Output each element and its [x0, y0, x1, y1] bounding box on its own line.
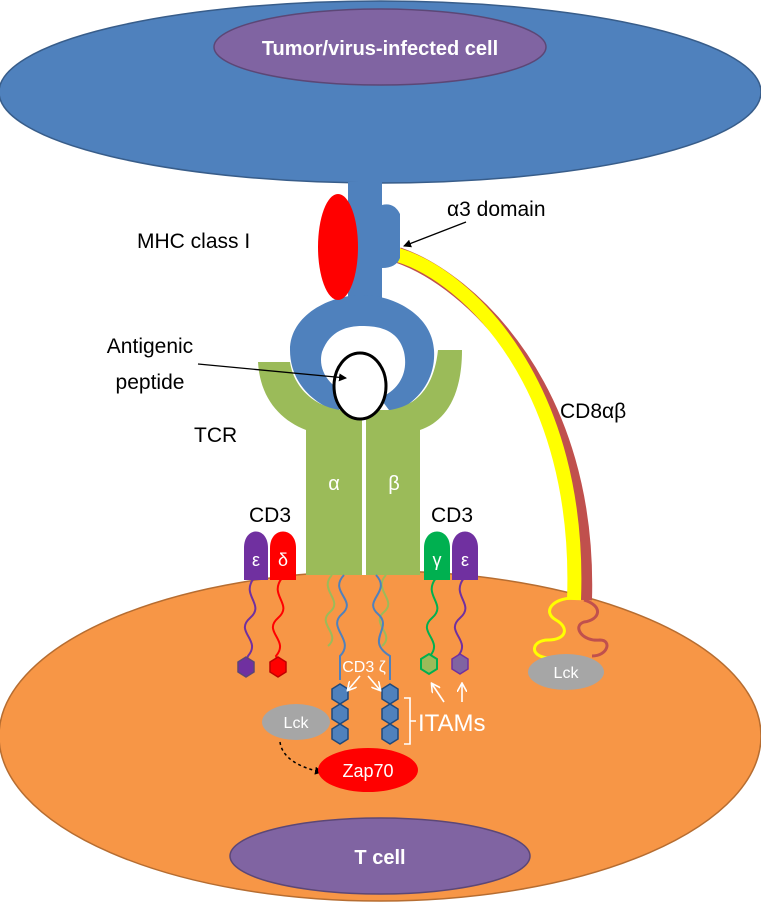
cd3-epsilon-right-label: ε: [461, 550, 469, 570]
tumor-cell-nucleus: [213, 8, 547, 86]
tcr-alpha-chain: [258, 362, 362, 575]
arrow-to-zeta-right: [367, 675, 380, 690]
zap70-bubble: [318, 748, 418, 792]
lck-cd8-bubble: [528, 654, 604, 690]
tcr-alpha-coil: [324, 574, 336, 647]
cd3-delta-label: δ: [278, 550, 288, 570]
itams-label: ITAMs: [418, 710, 486, 737]
cd3-delta-itam: [269, 656, 287, 678]
cd3-zeta-label: CD3 ζ: [342, 659, 386, 676]
cd3-gamma-chain: [425, 577, 439, 657]
tcr-alpha-label: α: [328, 473, 340, 495]
t-cell-nucleus: [229, 817, 531, 895]
cd3-gamma-domain: [424, 531, 450, 580]
tcr-label: TCR: [194, 424, 237, 447]
cd3-epsilon-right-chain: [453, 577, 467, 657]
cd8-beta-coil: [577, 598, 609, 658]
cd3-epsilon-left-itam: [237, 656, 255, 678]
beta2-microglobulin: [318, 194, 358, 300]
arrow-to-gamma-itam: [432, 684, 445, 703]
tcr-beta-label: β: [388, 473, 400, 495]
cd3-epsilon-right-itam: [451, 653, 469, 675]
cd3-delta-chain: [271, 577, 285, 663]
zap70-label: Zap70: [342, 761, 393, 781]
lck-inner-bubble: [262, 704, 330, 740]
cd8-alpha-coil: [533, 596, 575, 660]
antigenic-peptide-arrow: [197, 363, 347, 382]
tcr-beta-chain: [366, 350, 462, 575]
cd3-zeta-itams-left: [331, 683, 349, 745]
cd3-gamma-itam: [420, 652, 438, 676]
cd3-epsilon-right-domain: [452, 531, 478, 580]
alpha3-arrow: [403, 221, 467, 248]
alpha3-label: α3 domain: [447, 198, 546, 221]
cd3-right-label: CD3: [431, 504, 473, 527]
mhc-peptide-groove: [290, 295, 435, 414]
antigenic-label-line2: peptide: [116, 371, 185, 394]
cd3-zeta-itams-right: [381, 683, 399, 745]
cd3-zeta-chain-left: [336, 574, 348, 680]
antigenic-peptide: [332, 351, 388, 421]
cd3-left-label: CD3: [249, 504, 291, 527]
cd3-epsilon-left-chain: [243, 577, 257, 663]
cd3-epsilon-left-label: ε: [252, 550, 260, 570]
cd8-alpha-chain: [395, 248, 582, 601]
itams-bracket: [404, 697, 416, 745]
arrow-to-zeta-left: [348, 675, 361, 690]
cd3-epsilon-left-domain: [244, 531, 268, 580]
cd8-label: CD8αβ: [560, 400, 626, 423]
cd3-gamma-label: γ: [433, 550, 442, 570]
t-cell-label: T cell: [354, 847, 405, 869]
mhc-heavy-chain: [342, 182, 400, 300]
lck-inner-label: Lck: [284, 715, 310, 732]
mhc-label: MHC class I: [137, 230, 250, 253]
cd3-delta-domain: [270, 531, 296, 580]
lck-phosphorylation-arrow: [279, 741, 323, 775]
lck-cd8-label: Lck: [554, 665, 580, 682]
antigenic-label-line1: Antigenic: [107, 335, 193, 358]
tumor-cell-label: Tumor/virus-infected cell: [262, 38, 498, 60]
tcr-beta-coil: [378, 574, 390, 647]
cd3-zeta-chain-right: [372, 574, 391, 680]
